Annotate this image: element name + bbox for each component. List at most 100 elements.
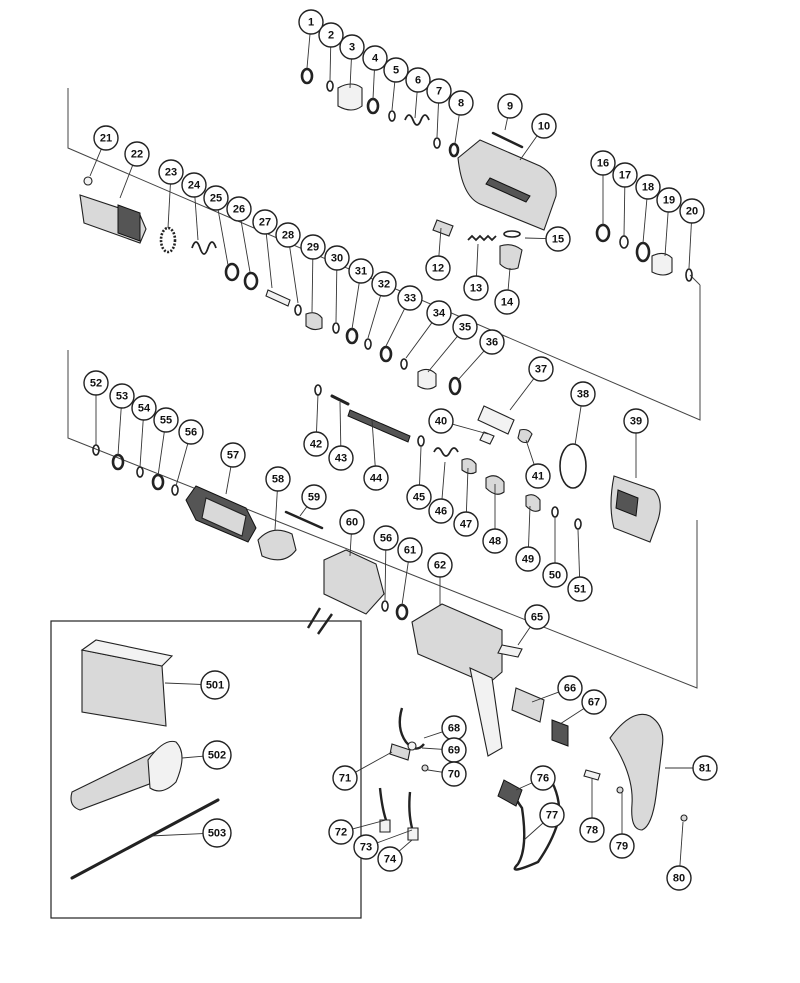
part-callout-78: 78 [579, 817, 605, 843]
callout-number: 33 [404, 293, 416, 305]
leader-line-22 [119, 165, 134, 199]
part-callout-66: 66 [557, 675, 583, 701]
callout-number: 1 [308, 17, 314, 29]
part-callout-60: 60 [339, 509, 365, 535]
part-callout-79: 79 [609, 833, 635, 859]
callout-number: 15 [552, 234, 564, 246]
part-callout-61: 61 [397, 537, 423, 563]
part-callout-26: 26 [226, 196, 252, 222]
callout-number: 76 [537, 773, 549, 785]
callout-number: 23 [165, 167, 177, 179]
part-callout-36: 36 [479, 329, 505, 355]
part-callout-73: 73 [353, 834, 379, 860]
callout-circle [109, 383, 135, 409]
callout-number: 42 [310, 439, 322, 451]
callout-circle [397, 285, 423, 311]
callout-number: 43 [335, 453, 347, 465]
callout-number: 501 [206, 680, 224, 692]
callout-circle [666, 865, 692, 891]
callout-circle [463, 275, 489, 301]
callout-number: 73 [360, 842, 372, 854]
callout-circle [515, 546, 541, 572]
callout-number: 68 [448, 723, 460, 735]
part-callout-3: 3 [339, 34, 365, 60]
part-callout-44: 44 [363, 465, 389, 491]
leader-line-56 [384, 549, 387, 601]
callout-number: 44 [370, 473, 383, 485]
callout-number: 81 [699, 763, 711, 775]
part-callout-56: 56 [178, 419, 204, 445]
callout-number: 79 [616, 841, 628, 853]
leader-line-20 [688, 222, 692, 269]
callout-circle [656, 187, 682, 213]
leader-line-8 [454, 114, 460, 144]
part-callout-1: 1 [298, 9, 324, 35]
part-callout-28: 28 [275, 222, 301, 248]
callout-number: 2 [328, 30, 334, 42]
callout-circle [124, 141, 150, 167]
callout-circle [83, 370, 109, 396]
callout-number: 24 [188, 180, 201, 192]
leader-line-6 [414, 91, 418, 119]
leader-line-2 [329, 46, 332, 81]
part-callout-5: 5 [383, 57, 409, 83]
leader-line-9 [504, 117, 509, 131]
leader-line-47 [465, 467, 469, 513]
leader-line-77 [523, 822, 544, 841]
callout-circle [202, 740, 232, 770]
callout-number: 46 [435, 506, 447, 518]
part-callout-23: 23 [158, 159, 184, 185]
part-callout-45: 45 [406, 484, 432, 510]
callout-circle [406, 484, 432, 510]
callout-circle [579, 817, 605, 843]
callout-circle [178, 419, 204, 445]
callout-number: 53 [116, 391, 128, 403]
callout-number: 29 [307, 242, 319, 254]
callout-circle [383, 57, 409, 83]
leader-line-41 [525, 439, 535, 465]
part-callout-53: 53 [109, 383, 135, 409]
callout-number: 49 [522, 554, 534, 566]
callout-circle [298, 9, 324, 35]
leader-line-33 [385, 308, 406, 347]
leader-line-74 [398, 839, 413, 852]
callout-circle [590, 150, 616, 176]
callout-circle [131, 395, 157, 421]
callout-number: 47 [460, 519, 472, 531]
accessory-parts [70, 639, 220, 880]
callout-circle [530, 765, 556, 791]
leader-line-72 [352, 819, 387, 830]
callout-circle [363, 465, 389, 491]
leader-line-26 [240, 220, 251, 273]
part-callout-69: 69 [441, 737, 467, 763]
leader-line-45 [419, 446, 422, 486]
part-callout-71: 71 [332, 765, 358, 791]
part-callout-49: 49 [515, 546, 541, 572]
callout-circle [427, 552, 453, 578]
part-callout-40: 40 [428, 408, 454, 434]
callout-circle [545, 226, 571, 252]
callout-number: 57 [227, 450, 239, 462]
leader-line-18 [642, 198, 648, 244]
leader-line-36 [457, 350, 485, 381]
callout-circle [539, 802, 565, 828]
callout-circle [479, 329, 505, 355]
callout-number: 503 [208, 828, 226, 840]
callout-number: 39 [630, 416, 642, 428]
leader-line-29 [311, 258, 314, 313]
callout-number: 50 [549, 570, 561, 582]
callout-number: 45 [413, 492, 425, 504]
callout-number: 27 [259, 217, 271, 229]
callout-number: 14 [501, 297, 514, 309]
callout-number: 77 [546, 810, 558, 822]
callout-number: 60 [346, 517, 358, 529]
leader-line-70 [427, 769, 443, 773]
callout-number: 56 [185, 427, 197, 439]
housing-group-parts [378, 603, 688, 871]
callout-number: 67 [588, 697, 600, 709]
part-callout-13: 13 [463, 275, 489, 301]
callout-number: 37 [535, 364, 547, 376]
callout-number: 25 [210, 193, 222, 205]
callout-circle [153, 407, 179, 433]
callout-number: 6 [415, 75, 421, 87]
